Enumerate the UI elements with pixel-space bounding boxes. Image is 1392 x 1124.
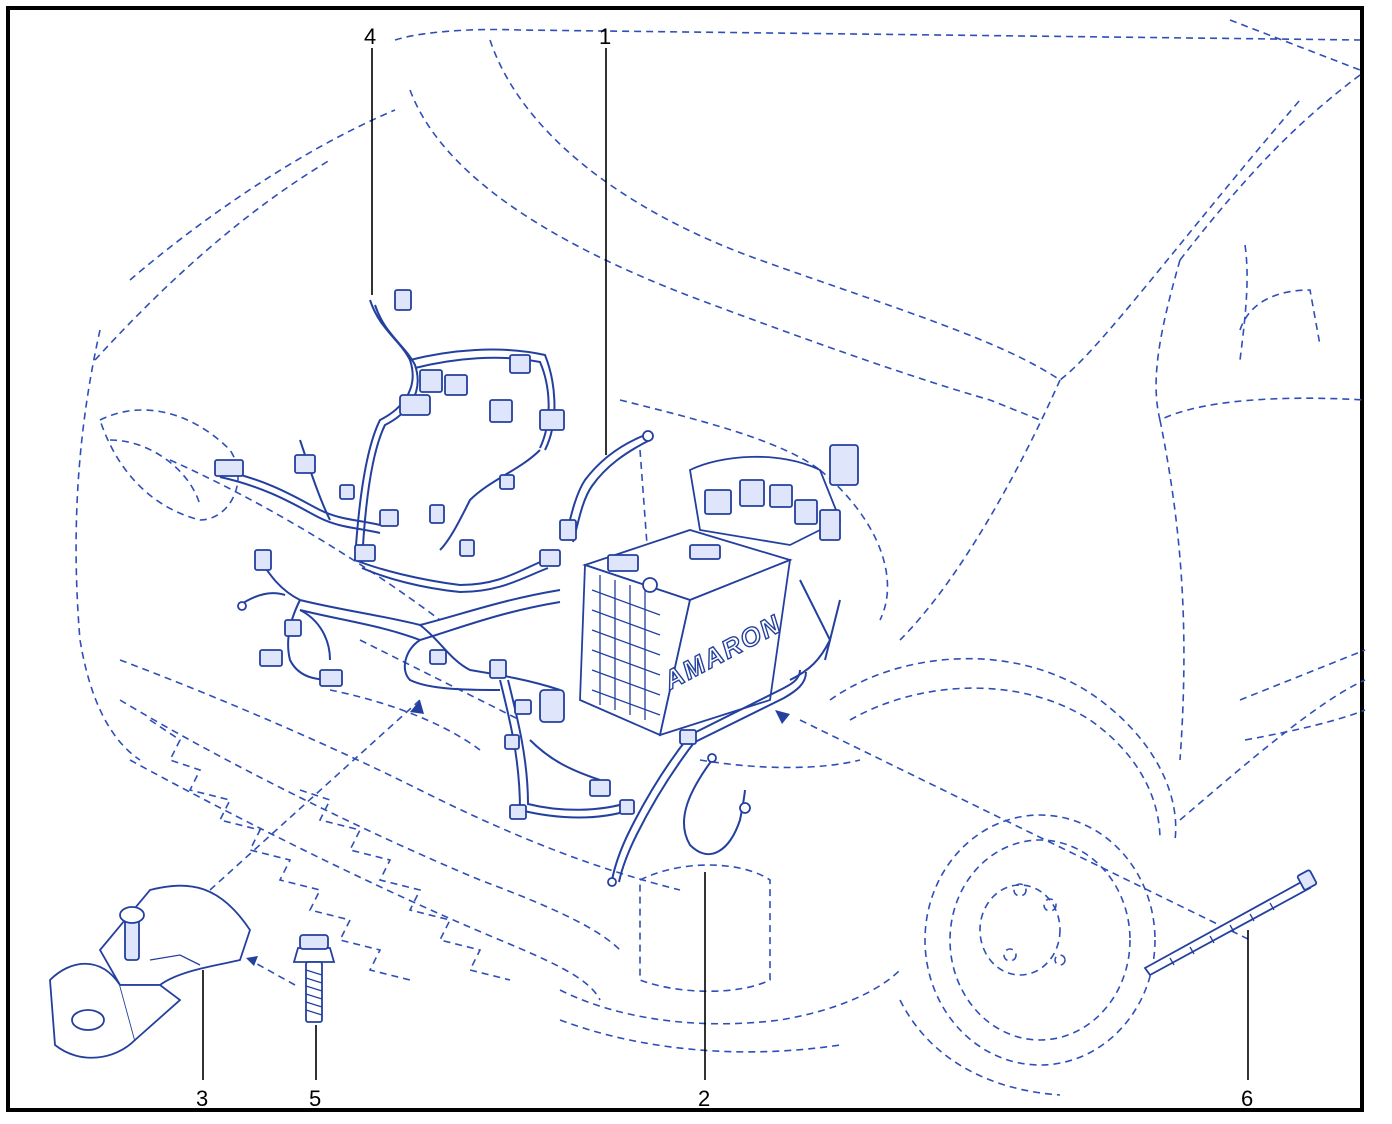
assembly-arrows [410,700,790,724]
callout-5: 5 [309,1086,321,1111]
callout-6: 6 [1241,1086,1253,1111]
battery-positive-cable [559,430,654,543]
callout-numbers: 4 1 2 3 5 6 [196,24,1253,1111]
flange-bolt [246,934,336,1023]
harness-bracket [49,884,251,1059]
callout-1: 1 [599,24,611,49]
callout-3: 3 [196,1086,208,1111]
cable-tie [1143,869,1318,977]
battery: AMARON [579,529,793,737]
callout-2: 2 [698,1086,710,1111]
leader-lines [202,48,1249,1080]
engine-wiring-harness [214,289,635,820]
vehicle-outline [75,19,1366,1096]
battery-negative-cable [607,669,807,887]
callout-4: 4 [364,24,376,49]
fuse-relay-box [689,444,859,681]
